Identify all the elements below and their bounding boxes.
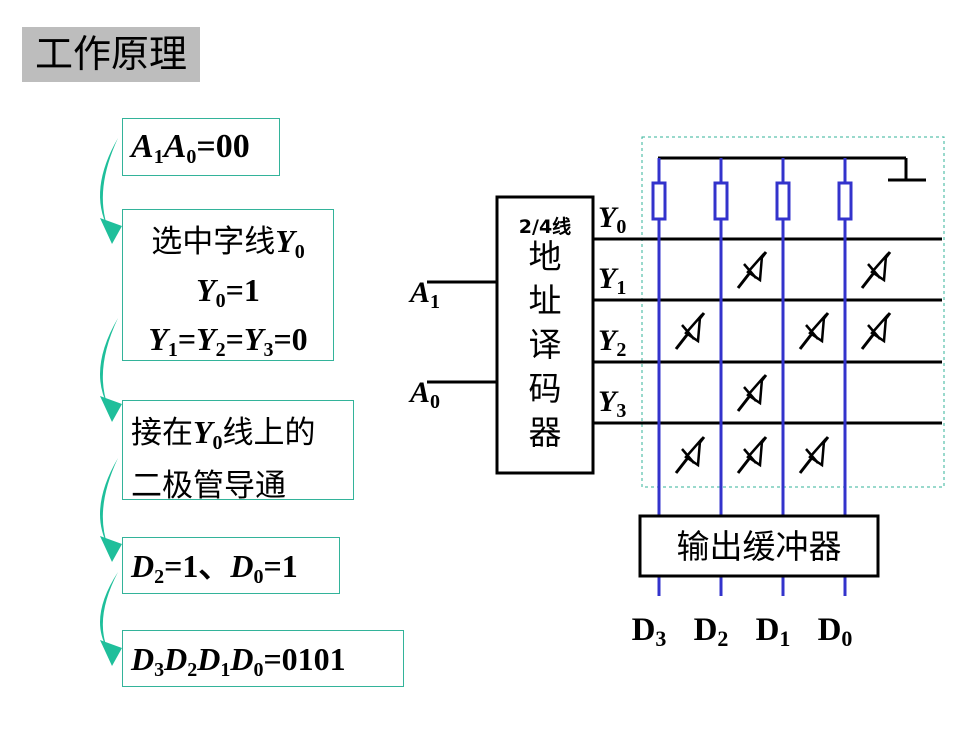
resistor: [775, 181, 791, 221]
decoder-char: 器: [529, 413, 562, 452]
d-var: D: [131, 548, 155, 584]
sub-0: 0: [253, 566, 264, 588]
resistor: [837, 181, 853, 221]
step-address-box: A1A0=00: [122, 118, 280, 176]
sub-1: 1: [167, 339, 178, 361]
sub-0: 0: [186, 146, 197, 168]
resistor: [651, 181, 667, 221]
output-word-value: =0101: [263, 641, 346, 677]
sub-0: 0: [215, 290, 226, 312]
output-label-d0: D0: [818, 612, 853, 651]
y-rest-value: =0: [273, 321, 308, 357]
diode: [860, 312, 892, 350]
sub-3: 3: [263, 339, 274, 361]
d0-value: =1: [263, 548, 298, 584]
sub-0: 0: [253, 659, 264, 681]
y-var: Y: [148, 321, 168, 357]
address-value: =00: [196, 128, 250, 165]
d-var: D: [131, 641, 155, 677]
diode: [674, 312, 706, 350]
diodes: [674, 251, 892, 474]
word-label-y1: Y1: [598, 262, 626, 299]
diode: [798, 312, 830, 350]
sub-1: 1: [153, 146, 164, 168]
sub-1: 1: [220, 659, 231, 681]
sub-2: 2: [187, 659, 198, 681]
decoder-char: 译: [529, 325, 562, 364]
select-word-line-text: 选中字线: [151, 224, 276, 260]
step-diode-conduct-box: 接在Y0线上的 二极管导通: [122, 400, 354, 504]
on-line-text: 线上的: [222, 415, 316, 451]
y-var: Y: [196, 272, 216, 308]
word-label-y0: Y0: [598, 201, 626, 238]
d-var: D: [164, 641, 188, 677]
word-label-y3: Y3: [598, 385, 626, 422]
diode: [674, 436, 706, 474]
word-label-y2: Y2: [598, 324, 626, 361]
bit-lines: [651, 158, 853, 596]
y0-value: =1: [225, 272, 260, 308]
diode: [736, 251, 768, 289]
output-label-d1: D1: [756, 612, 791, 651]
step-select-word-line-box: 选中字线Y0 Y0=1 Y1=Y2=Y3=0: [122, 209, 334, 361]
flow-arrows: [100, 138, 122, 666]
step-output-bits-box: D2=1、D0=1: [122, 537, 340, 594]
resistor: [713, 181, 729, 221]
output-label-d2: D2: [694, 612, 729, 651]
sub-2: 2: [215, 339, 226, 361]
output-label-d3: D3: [632, 612, 667, 651]
sub-2: 2: [154, 566, 165, 588]
sub-3: 3: [154, 659, 165, 681]
diode-conduct-text: 二极管导通: [131, 468, 286, 504]
decoder-char: 码: [529, 369, 562, 408]
equals: =: [225, 321, 244, 357]
arrow-head: [100, 218, 122, 244]
d-var: D: [230, 548, 254, 584]
memory-array-outline: [641, 136, 945, 488]
address-var-a0: A: [163, 128, 187, 165]
flow-arrow: [100, 572, 118, 650]
output-buffer-label: 输出缓冲器: [677, 527, 842, 566]
diode: [860, 251, 892, 289]
output-labels: D3 D2 D1 D0: [632, 612, 853, 651]
y-var: Y: [275, 223, 295, 259]
arrow-head: [100, 536, 122, 562]
page-title: 工作原理: [22, 27, 200, 82]
flow-arrow: [100, 458, 118, 546]
y-var: Y: [193, 414, 213, 450]
d-var: D: [197, 641, 221, 677]
address-decoder-box: [495, 195, 595, 475]
sub-0: 0: [212, 432, 223, 454]
y-var: Y: [243, 321, 264, 357]
decoder-char: 址: [529, 281, 562, 320]
step-output-word-box: D3D2D1D0=0101: [122, 630, 404, 687]
decoder-header: 2/4线: [519, 215, 571, 238]
flow-arrow: [100, 318, 118, 406]
output-buffer-box: [638, 514, 880, 578]
input-label-a0: A0: [408, 376, 440, 413]
equals: =: [177, 321, 197, 357]
address-var-a1: A: [131, 128, 154, 165]
input-label-a1: A1: [408, 276, 440, 313]
diode: [736, 374, 768, 412]
sub-0: 0: [294, 241, 305, 263]
diode: [798, 436, 830, 474]
arrow-head: [100, 640, 122, 666]
d-var: D: [230, 641, 254, 677]
flow-arrow: [100, 138, 118, 228]
diode: [736, 436, 768, 474]
d2-value: =1、: [164, 548, 231, 584]
y-var: Y: [196, 321, 216, 357]
decoder-char: 地: [529, 237, 562, 276]
connect-text: 接在: [131, 415, 193, 451]
arrow-head: [100, 396, 122, 422]
